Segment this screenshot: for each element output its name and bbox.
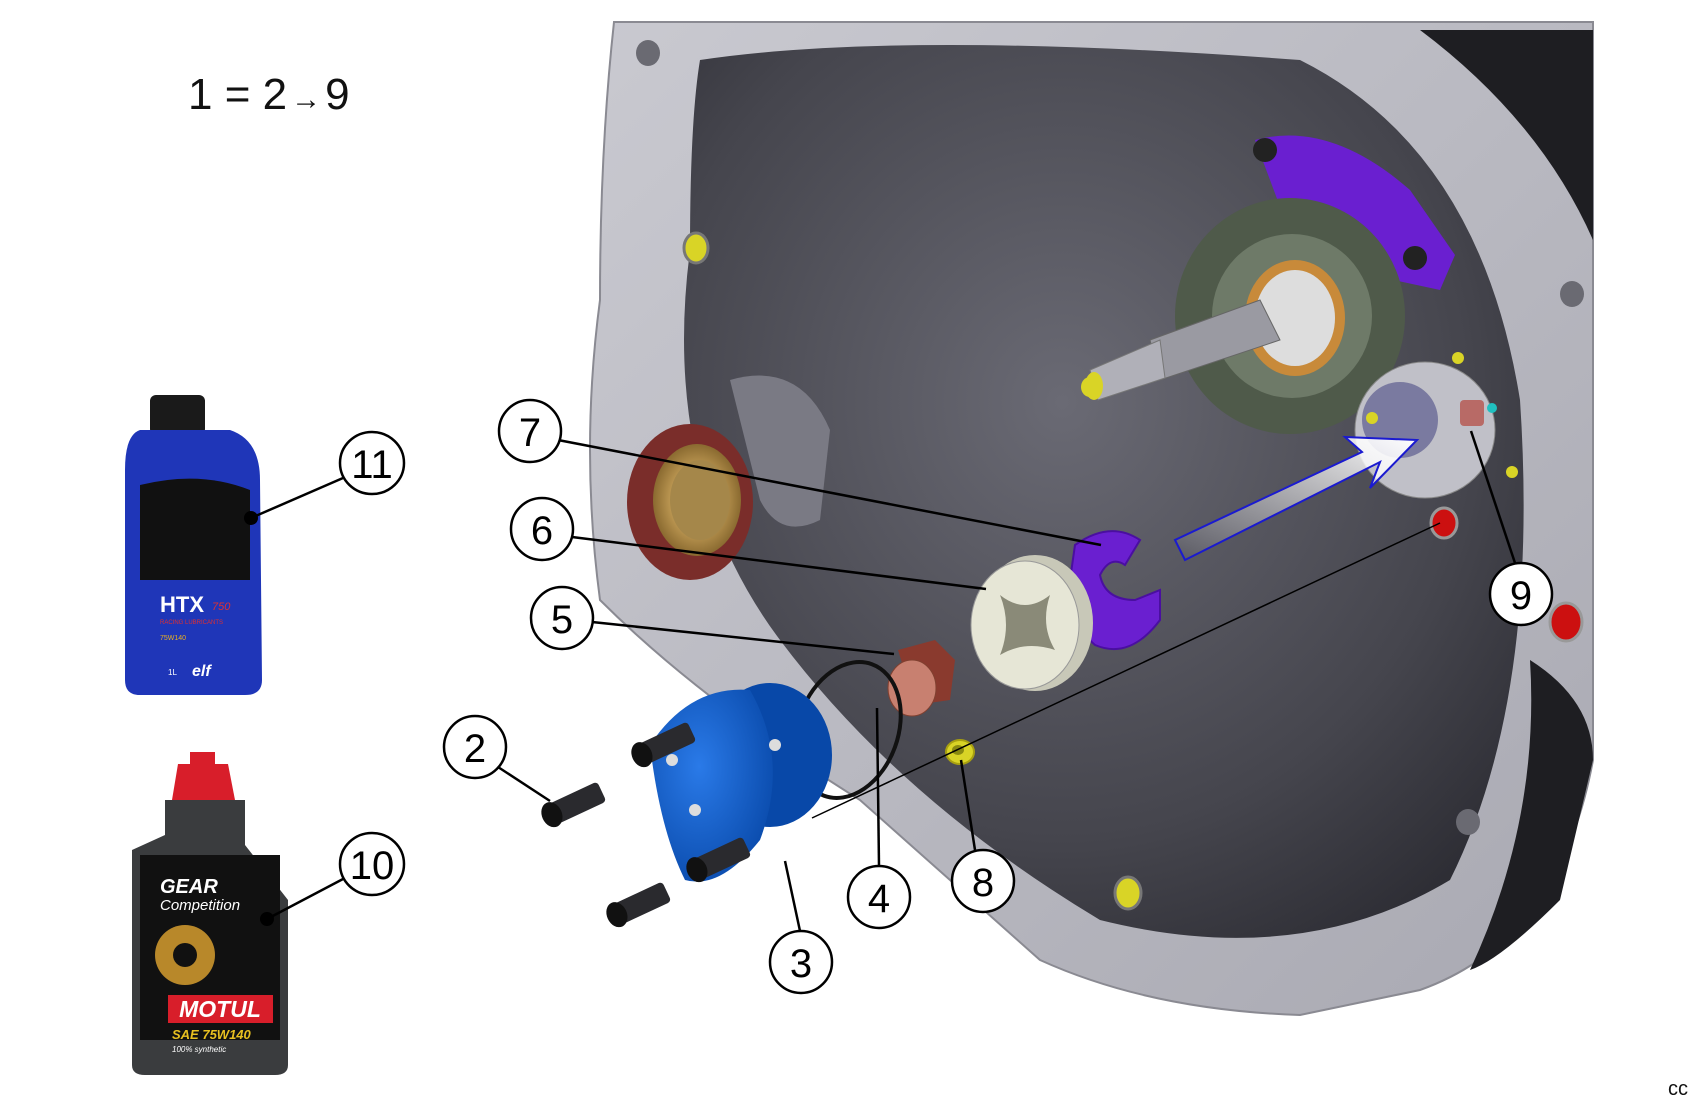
svg-text:8: 8 [972,861,994,905]
pump-rotor-6 [970,555,1093,691]
svg-text:7: 7 [519,411,541,455]
svg-text:4: 4 [868,877,890,921]
svg-text:2: 2 [464,727,486,771]
motul-line2: Competition [160,897,240,914]
elf-volume: 1L [168,668,177,677]
svg-text:10: 10 [350,844,395,888]
motul-line1: GEAR [160,876,218,898]
callout-6: 6 [509,496,575,562]
sequence-start: 1 [188,70,213,119]
callout-5: 5 [529,585,595,651]
motul-logo: MOTUL [179,996,261,1022]
footer-code: cc [1668,1078,1688,1100]
arrow-icon: → [291,83,322,116]
callout-4: 4 [846,864,912,930]
svg-text:5: 5 [551,598,573,642]
elf-logo: elf [192,663,212,680]
svg-text:3: 3 [790,942,812,986]
alignment-line [811,522,1441,819]
callout-2: 2 [442,714,508,780]
callout-11: 11 [338,430,406,496]
cap-screws-2 [541,722,751,928]
svg-text:6: 6 [531,509,553,553]
equals-sign: = [224,70,251,119]
callout-7: 7 [497,398,563,464]
oil-bottle-11: HTX 750 RACING LUBRICANTS 75W140 1L elf [125,395,262,695]
leader-lines [244,430,1517,932]
svg-text:11: 11 [351,443,393,487]
callout-9: 9 [1488,561,1554,627]
elf-line: RACING LUBRICANTS [160,620,223,626]
motul-type: 100% synthetic [172,1045,226,1054]
motul-viscosity: SAE 75W140 [172,1027,252,1042]
elf-grade: 750 [212,601,231,613]
procedure-sequence: 1 = 2→9 [188,70,350,120]
range-from: 2 [262,70,288,119]
elf-viscosity: 75W140 [160,635,186,642]
output-shaft-assembly [1085,135,1455,434]
elf-product-name: HTX [160,592,204,617]
callout-10: 10 [338,831,406,897]
svg-text:9: 9 [1510,574,1532,618]
oil-bottle-10: GEAR Competition MOTUL SAE 75W140 100% s… [132,752,288,1075]
assembly-direction-arrow-icon [1173,435,1420,562]
drain-holes [1429,506,1584,643]
callout-3: 3 [768,929,834,995]
range-to: 9 [325,70,350,119]
callout-8: 8 [950,848,1016,914]
mounting-holes [636,40,1584,911]
